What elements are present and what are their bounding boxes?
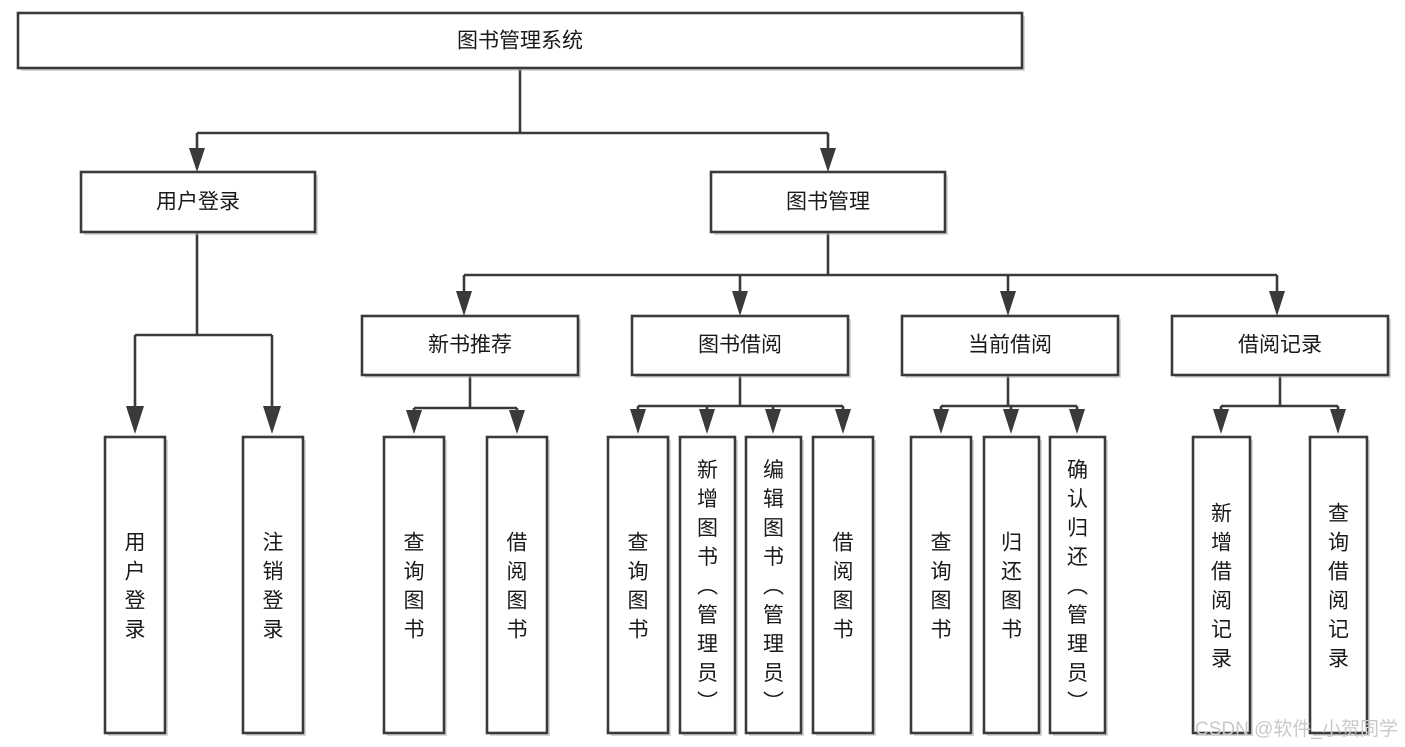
- node-rect: [360, 314, 580, 377]
- node-borrow-record[interactable]: 借阅记录: [1170, 314, 1391, 378]
- node-rect: [1308, 435, 1369, 735]
- arrow-head-icon: [406, 410, 422, 434]
- node-rect: [1048, 435, 1107, 735]
- node-label-root: 图书管理系统: [457, 30, 583, 53]
- connector-layer: [126, 68, 1346, 434]
- arrow-head-icon: [933, 409, 949, 434]
- node-label-leaf-borrow-edit: 编辑图书︵管理员︶: [763, 459, 784, 714]
- arrow-head-icon: [765, 409, 781, 434]
- node-label-leaf-user-logout: 注销登录: [263, 532, 284, 642]
- node-rect: [79, 170, 317, 234]
- node-label-leaf-rec-search: 查询借阅记录: [1328, 503, 1349, 671]
- arrow-head-icon: [189, 148, 205, 172]
- arrow-head-icon: [1330, 409, 1346, 434]
- node-rect: [744, 435, 803, 735]
- node-leaf-rec-query[interactable]: 查询图书: [382, 435, 447, 736]
- node-label-leaf-borrow-add: 新增图书︵管理员︶: [697, 459, 718, 714]
- node-leaf-borrow-add[interactable]: 新增图书︵管理员︶: [678, 435, 738, 736]
- node-label-leaf-cur-query: 查询图书: [931, 532, 952, 642]
- node-label-leaf-user-login: 用户登录: [125, 532, 146, 642]
- node-label-leaf-cur-confirm: 确认归还︵管理员︶: [1067, 459, 1088, 714]
- arrow-head-icon: [1069, 409, 1085, 434]
- node-rect: [709, 170, 947, 234]
- node-rect: [1170, 314, 1390, 377]
- node-rect: [485, 435, 549, 735]
- node-leaf-user-login[interactable]: 用户登录: [103, 435, 168, 736]
- node-leaf-rec-add[interactable]: 新增借阅记录: [1191, 435, 1253, 736]
- leaf-node-layer: 用户登录 注销登录 查询图书 借阅图书 查询图书 新增图书︵管理员︶ 编辑图书︵管理员︶ 借阅…: [103, 435, 1370, 736]
- node-leaf-borrow-edit[interactable]: 编辑图书︵管理员︶: [744, 435, 804, 736]
- node-label-current-borrow: 当前借阅: [968, 334, 1052, 357]
- node-leaf-borrow-query[interactable]: 查询图书: [606, 435, 671, 736]
- node-rect: [382, 435, 446, 735]
- node-label-leaf-cur-return: 归还图书: [1001, 532, 1022, 642]
- node-book-manage[interactable]: 图书管理: [709, 170, 948, 235]
- node-rect: [103, 435, 167, 735]
- node-rect: [678, 435, 737, 735]
- node-rect: [982, 435, 1041, 735]
- arrow-head-icon: [263, 406, 281, 434]
- node-book-borrow[interactable]: 图书借阅: [630, 314, 851, 378]
- node-rect: [241, 435, 305, 735]
- node-label-book-manage: 图书管理: [786, 191, 870, 214]
- arrow-head-icon: [630, 409, 646, 434]
- node-current-borrow[interactable]: 当前借阅: [900, 314, 1121, 378]
- node-leaf-cur-query[interactable]: 查询图书: [909, 435, 974, 736]
- arrow-head-icon: [1269, 291, 1285, 316]
- node-leaf-cur-confirm[interactable]: 确认归还︵管理员︶: [1048, 435, 1108, 736]
- node-label-new-book-rec: 新书推荐: [428, 334, 512, 357]
- arrow-head-icon: [732, 291, 748, 316]
- arrow-head-icon: [1000, 291, 1016, 316]
- arrow-head-icon: [126, 406, 144, 434]
- node-rect: [811, 435, 875, 735]
- node-layer: 图书管理系统 用户登录 图书管理 新书推荐: [16, 11, 1391, 736]
- csdn-watermark: CSDN @软件_小贺同学: [1195, 718, 1398, 740]
- node-rect: [630, 314, 850, 377]
- node-label-leaf-borrow-query: 查询图书: [628, 532, 649, 642]
- node-rect: [909, 435, 973, 735]
- node-rect: [900, 314, 1120, 377]
- arrow-head-icon: [509, 410, 525, 434]
- node-root[interactable]: 图书管理系统: [16, 11, 1025, 71]
- node-leaf-rec-search[interactable]: 查询借阅记录: [1308, 435, 1370, 736]
- node-label-user-login: 用户登录: [156, 191, 240, 214]
- arrow-head-icon: [1213, 409, 1229, 434]
- node-rect: [16, 11, 1024, 70]
- node-leaf-borrow-lend[interactable]: 借阅图书: [811, 435, 876, 736]
- node-rect: [1191, 435, 1252, 735]
- arrow-head-icon: [820, 148, 836, 172]
- node-label-leaf-rec-borrow: 借阅图书: [507, 532, 528, 642]
- arrow-head-icon: [456, 291, 472, 316]
- arrow-head-icon: [1003, 409, 1019, 434]
- node-leaf-user-logout[interactable]: 注销登录: [241, 435, 306, 736]
- node-label-leaf-rec-add: 新增借阅记录: [1211, 503, 1232, 671]
- arrow-head-icon: [835, 409, 851, 434]
- node-label-leaf-borrow-lend: 借阅图书: [833, 532, 854, 642]
- node-rect: [606, 435, 670, 735]
- node-label-borrow-record: 借阅记录: [1238, 334, 1322, 357]
- arrow-head-icon: [699, 409, 715, 434]
- node-label-book-borrow: 图书借阅: [698, 334, 782, 357]
- node-new-book-rec[interactable]: 新书推荐: [360, 314, 581, 378]
- node-label-leaf-rec-query: 查询图书: [404, 532, 425, 642]
- node-user-login[interactable]: 用户登录: [79, 170, 318, 235]
- node-leaf-rec-borrow[interactable]: 借阅图书: [485, 435, 550, 736]
- node-leaf-cur-return[interactable]: 归还图书: [982, 435, 1042, 736]
